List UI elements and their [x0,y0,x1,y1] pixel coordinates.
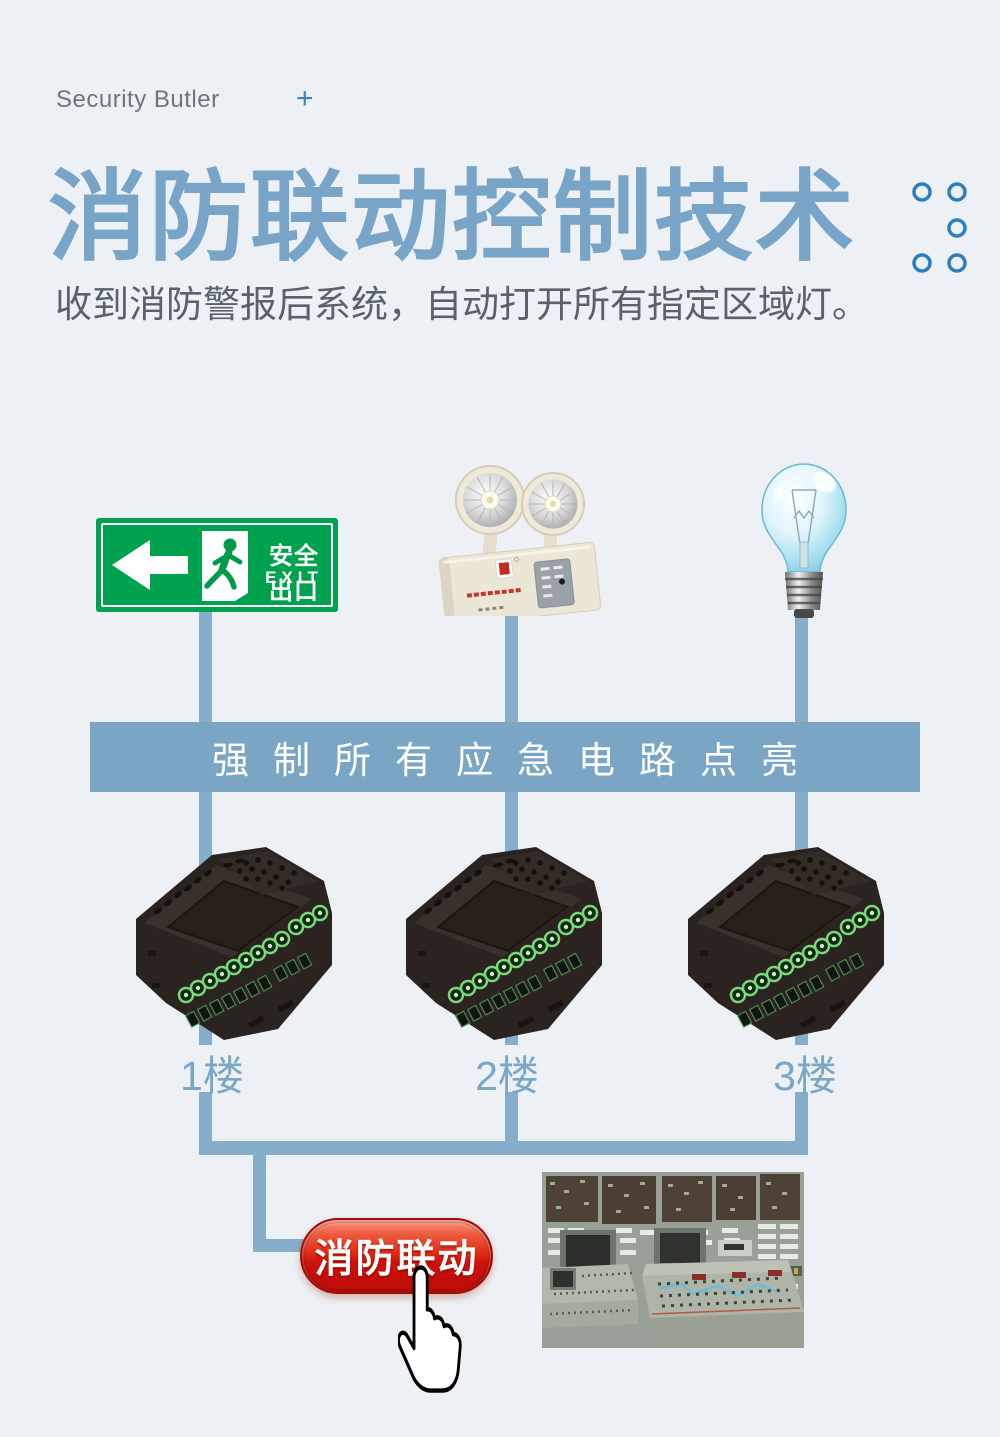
control-room-photo [542,1172,804,1348]
mimic-boards [546,1174,800,1224]
hand-cursor-icon [398,1265,462,1393]
exit-sign-graphic [112,531,248,601]
exit-sign: 安全出口 EXIT [96,518,338,612]
left-arrow-icon [112,540,188,590]
exit-sign-label-cn: 安全出口 [269,543,319,605]
connector-line [253,1239,308,1252]
banner-text: 强制所有应急电路点亮 [212,740,822,781]
dots-decoration-icon [912,182,967,273]
crt-monitor [560,1228,706,1272]
plus-icon: + [296,82,314,115]
relay-module-icon [134,845,334,1042]
connector-line [795,614,808,722]
relay-module-icon [404,845,604,1042]
bus-line [199,1141,808,1155]
connector-line [505,604,518,722]
floor-label-2: 2楼 [475,1053,539,1099]
connector-line [253,1155,266,1252]
light-bulb-icon [761,463,847,618]
running-man-icon [204,538,243,590]
relay-module-icon [686,845,886,1042]
fire-linkage-button-label: 消防联动 [314,1238,479,1281]
page-subtitle: 收到消防警报后系统，自动打开所有指定区域灯。 [55,284,869,325]
connector-line [199,1092,212,1141]
consoles [542,1260,804,1348]
twin-head-emergency-light-icon [438,465,602,616]
fire-linkage-button[interactable]: 消防联动 [300,1218,493,1294]
connector-line [505,1092,518,1141]
connector-line [199,609,212,722]
floor-label-3: 3楼 [773,1053,837,1099]
connector-line [795,1092,808,1141]
floor-label-1: 1楼 [180,1053,244,1099]
lamp-head [455,465,525,535]
lamp-head [521,472,585,536]
brand-text: Security Butler [56,86,220,113]
page-title: 消防联动控制技术 [48,161,856,272]
banner: 强制所有应急电路点亮 [90,722,920,792]
exit-sign-label-en: EXIT [265,568,323,587]
light-body [438,542,602,616]
